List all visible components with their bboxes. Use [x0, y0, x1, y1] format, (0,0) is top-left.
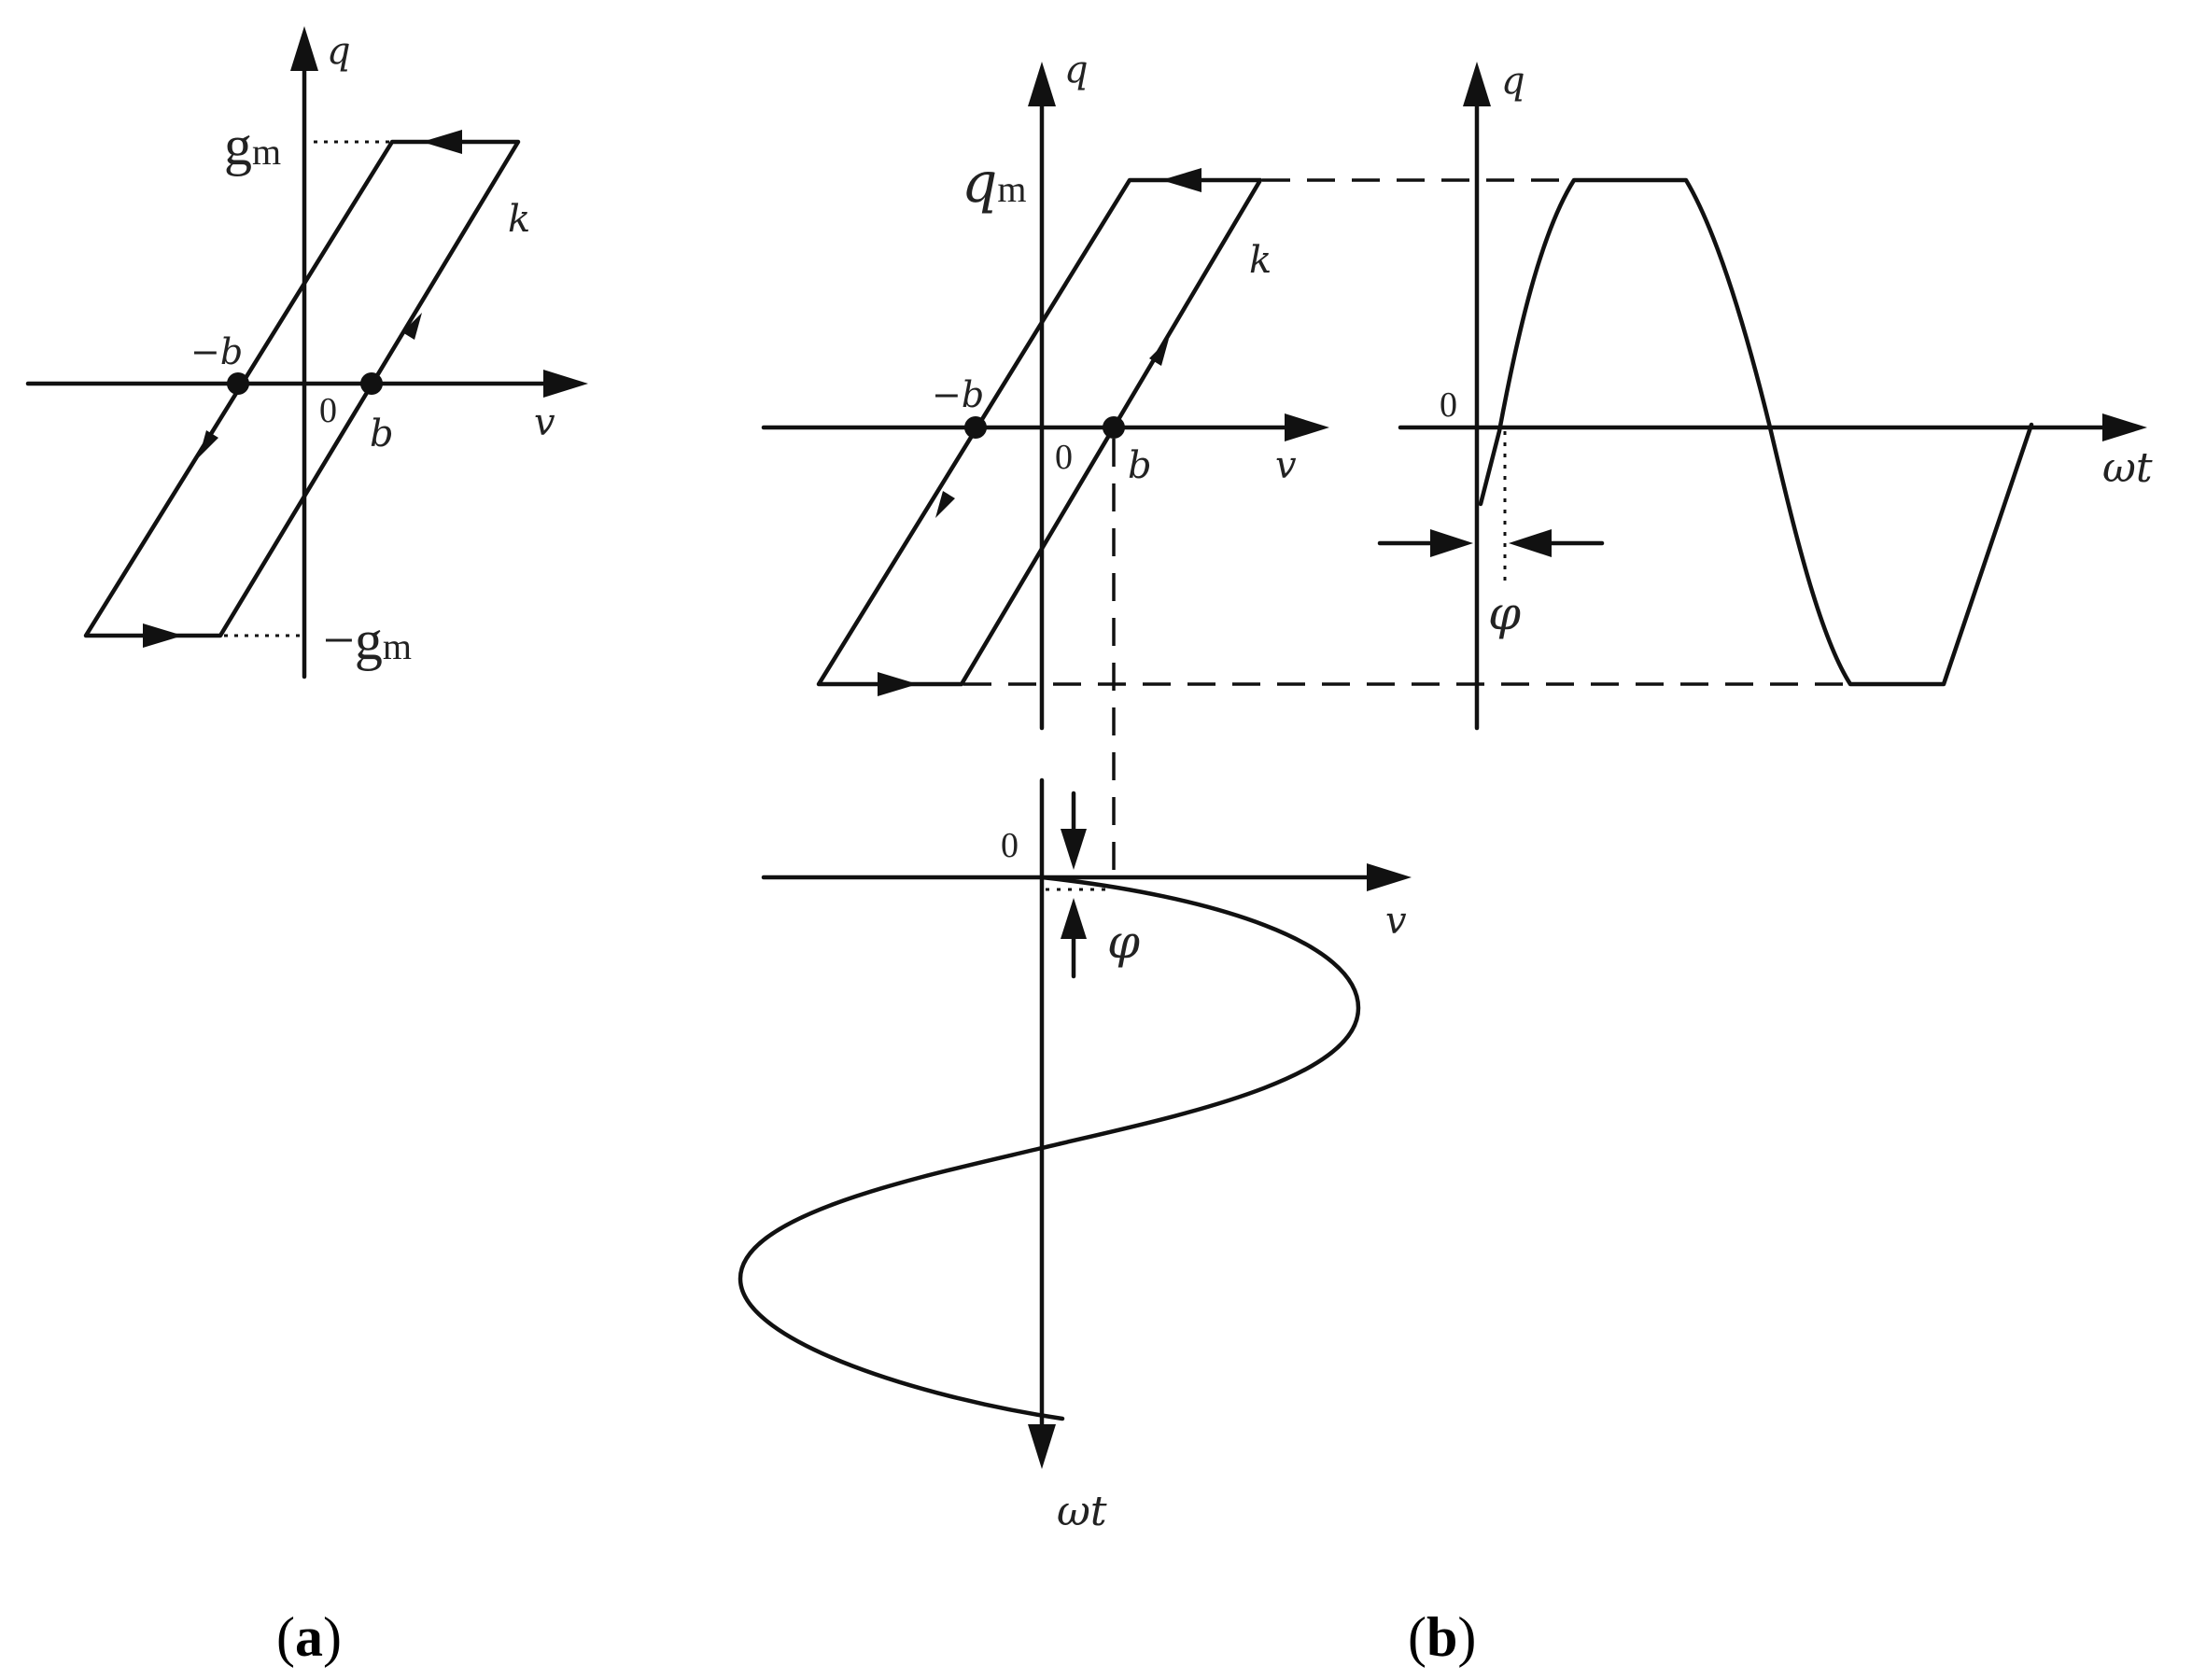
panel-b: q v k 0 −b b qm q 0 [738, 49, 2153, 1535]
panel-a-neg-gm-minus: − [323, 609, 355, 671]
panel-b-qm-label: qm [962, 150, 1027, 216]
panel-b-loop-v-axis-arrowhead [1285, 413, 1329, 441]
panel-b-loop-q-axis-arrowhead [1028, 62, 1056, 106]
panel-b-input-wt-axis-arrowhead [1028, 1424, 1056, 1469]
panel-b-output-waveform [1478, 177, 2034, 687]
panel-b-qm-symbol: q [962, 150, 997, 216]
panel-b-wave-q-axis-arrowhead [1463, 62, 1491, 106]
panel-b-input-phi-top-arrow [1061, 829, 1087, 870]
panel-b-input-signal-plot: 0 v φ ωt [738, 777, 1412, 1535]
panel-b-wave-wt-axis-arrowhead [2102, 413, 2147, 441]
panel-a: q v k 0 −b b gm −gm [25, 26, 588, 679]
panel-b-loop-k-label: k [1249, 239, 1272, 282]
panel-b-loop-v-label: v [1275, 444, 1297, 487]
panel-b-neg-b-point [964, 416, 987, 439]
panel-b-loop-origin-label: 0 [1055, 438, 1073, 477]
caption-b-close: ) [1457, 1606, 1476, 1668]
panel-b-qm-subscript: m [997, 168, 1026, 210]
panel-b-loop-b-label: b [1128, 444, 1152, 487]
panel-b-input-v-axis-arrowhead [1367, 863, 1412, 891]
panel-b-loop-falling-direction-arrow [935, 491, 955, 518]
panel-b-loop-bottom-direction-arrow [878, 672, 918, 696]
caption-a-close: ) [323, 1606, 342, 1668]
panel-b-wave-q-label: q [1501, 60, 1525, 103]
panel-a-gm-symbol: g [224, 115, 252, 176]
panel-b-loop: q v k 0 −b b qm [761, 49, 1329, 731]
panel-b-loop-neg-b-label: −b [932, 374, 984, 415]
panel-a-neg-gm-subscript: m [383, 625, 412, 667]
panel-a-neg-gm-label: −gm [323, 609, 412, 671]
panel-a-v-label: v [534, 401, 555, 444]
panel-a-neg-b-label: −b [190, 331, 243, 372]
panel-a-top-direction-arrow [422, 130, 462, 154]
caption-a-letter: a [295, 1606, 323, 1668]
panel-a-v-axis-arrowhead [543, 370, 588, 398]
panel-a-neg-b-point [227, 372, 249, 395]
panel-a-b-point [360, 372, 383, 395]
caption-b-open: ( [1408, 1606, 1426, 1668]
caption-a-open: ( [276, 1606, 295, 1668]
panel-a-hysteresis-loop [83, 139, 521, 638]
panel-a-k-label: k [508, 198, 530, 241]
panel-a-bottom-direction-arrow [143, 623, 183, 648]
panel-b-wave-phi-right-arrow [1509, 529, 1552, 557]
panel-a-q-label: q [327, 30, 351, 73]
panel-b-input-origin-label: 0 [1001, 826, 1019, 865]
panel-b-wave-origin-label: 0 [1440, 385, 1457, 425]
panel-b-wave-phi-left-arrow [1430, 529, 1473, 557]
panel-a-gm-subscript: m [252, 131, 281, 173]
panel-b-input-phi-bottom-arrow [1061, 898, 1087, 939]
panel-b-loop-q-label: q [1064, 49, 1089, 91]
caption-a: (a) [276, 1606, 342, 1668]
panel-b-input-wt-label: ωt [1057, 1488, 1107, 1535]
caption-b-letter: b [1426, 1606, 1457, 1668]
panel-a-falling-direction-arrow [199, 430, 218, 457]
panel-a-rising-direction-arrow [402, 313, 422, 340]
panel-b-wave-phi-label: φ [1488, 586, 1521, 640]
panel-a-gm-label: gm [224, 115, 281, 176]
panel-a-origin-label: 0 [319, 391, 337, 430]
panel-b-hysteresis-loop [816, 177, 1263, 687]
panel-b-input-v-label: v [1385, 900, 1407, 943]
caption-b: (b) [1408, 1606, 1476, 1668]
panel-a-b-label: b [370, 413, 394, 455]
panel-b-wave-wt-label: ωt [2102, 444, 2153, 492]
panel-b-input-signal [738, 875, 1361, 1421]
panel-b-b-point [1103, 416, 1125, 439]
panel-b-loop-top-direction-arrow [1161, 168, 1201, 192]
panel-a-q-axis-arrowhead [290, 26, 318, 71]
panel-a-neg-gm-symbol: g [355, 609, 383, 671]
panel-b-output-waveform-plot: q 0 ωt φ [1377, 60, 2153, 731]
panel-b-input-phi-label: φ [1107, 915, 1140, 969]
panel-b-loop-rising-direction-arrow [1149, 339, 1169, 366]
